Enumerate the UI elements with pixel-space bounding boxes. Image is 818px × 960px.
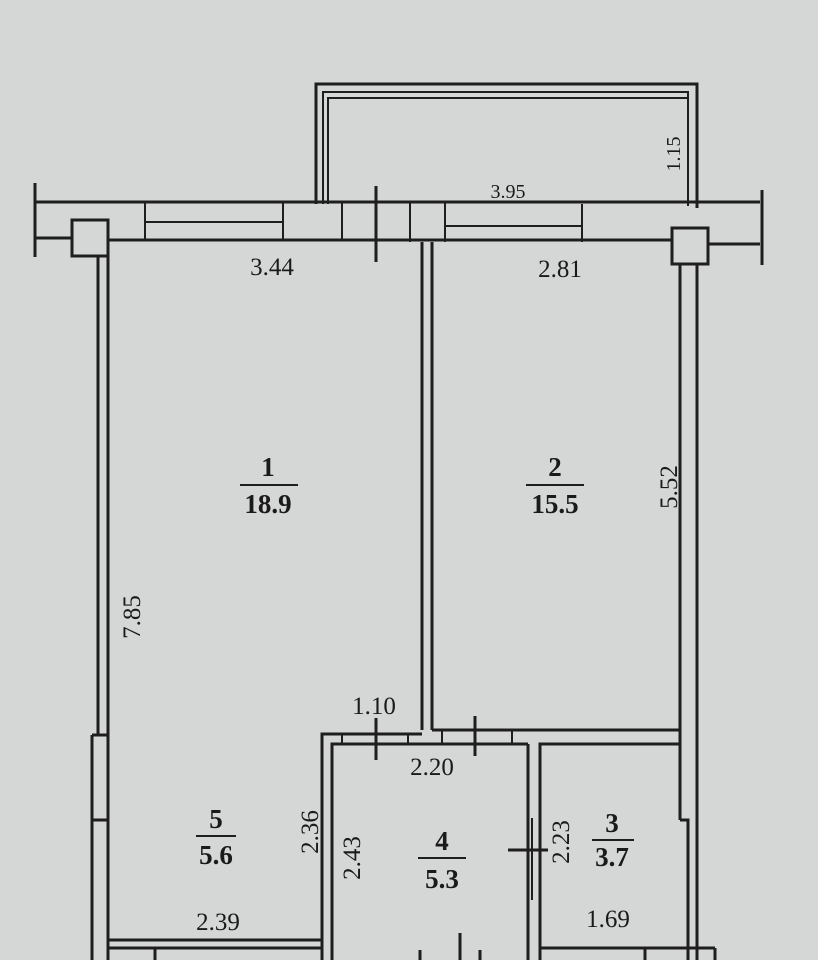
room-5-number: 5 <box>209 804 223 834</box>
partition-1-2 <box>420 242 434 730</box>
corridor-wall-segments <box>341 730 513 744</box>
dim-door-gap: 1.10 <box>352 693 396 720</box>
dim-room1-width: 3.44 <box>250 254 294 281</box>
dim-room2-length: 5.52 <box>656 465 683 509</box>
top-wall <box>35 200 760 246</box>
dim-room4-width: 2.20 <box>410 754 454 781</box>
dim-hall-length: 2.36 <box>297 810 324 854</box>
dim-hall-width: 2.39 <box>196 909 240 936</box>
room-1-area: 18.9 <box>244 489 291 519</box>
bottom-wall <box>108 938 717 960</box>
dim-balcony-depth: 1.15 <box>663 137 685 172</box>
room-labels: 1 18.9 2 15.5 3 3.7 4 5.3 5 5.6 <box>199 452 629 894</box>
room-3-number: 3 <box>605 808 619 838</box>
balcony-door <box>341 203 583 242</box>
room-4-area: 5.3 <box>425 864 459 894</box>
dim-room2-width: 2.81 <box>538 256 582 283</box>
corridor-wall <box>320 728 680 960</box>
column-left <box>70 218 110 258</box>
dimension-labels: 3.95 1.15 3.44 2.81 5.52 7.85 1.10 2.20 … <box>119 137 685 937</box>
walls <box>33 82 764 960</box>
fraction-bars <box>196 484 634 859</box>
balcony-rail <box>322 91 689 206</box>
room-2-area: 15.5 <box>531 489 578 519</box>
room-4-number: 4 <box>435 826 449 856</box>
dim-room3-width: 1.69 <box>586 906 630 933</box>
dim-room4-length: 2.43 <box>339 836 366 880</box>
room-1-number: 1 <box>261 452 275 482</box>
dim-room3-length: 2.23 <box>548 820 575 864</box>
room-3-area: 3.7 <box>595 842 629 872</box>
room-2-number: 2 <box>548 452 562 482</box>
room-5-area: 5.6 <box>199 840 233 870</box>
dim-balcony-length: 3.95 <box>491 181 526 203</box>
column-right <box>670 226 710 266</box>
window-left <box>144 203 284 240</box>
dim-room1-length: 7.85 <box>119 595 146 639</box>
left-wall <box>90 256 110 960</box>
right-wall <box>678 264 699 960</box>
balcony-outline <box>314 82 699 208</box>
